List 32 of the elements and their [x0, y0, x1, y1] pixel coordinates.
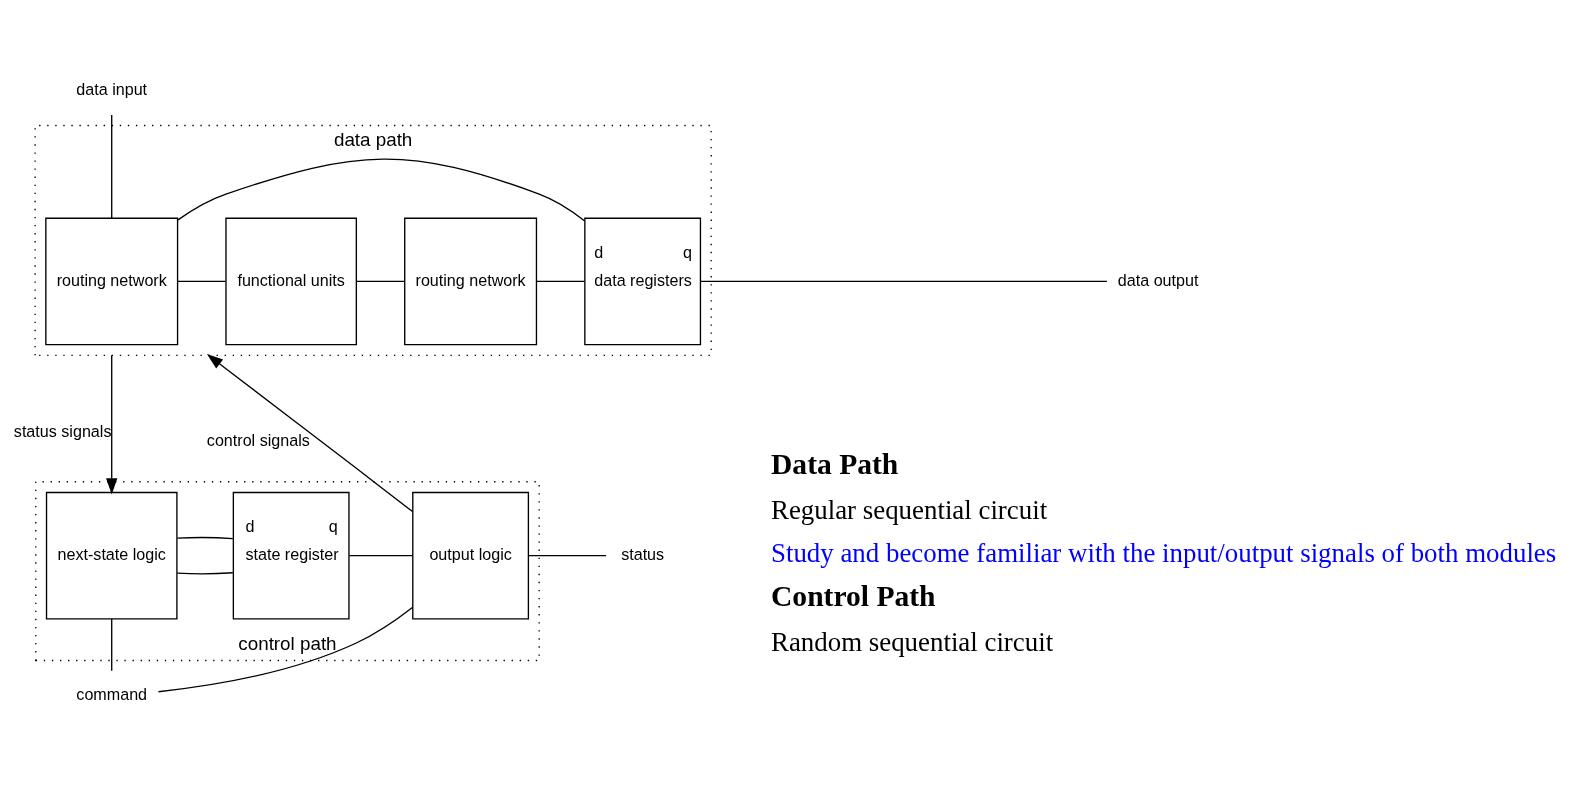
- edge-label: status signals: [13, 421, 112, 440]
- connector: [176, 572, 234, 575]
- node-text: data input: [76, 79, 148, 98]
- connector: [528, 554, 607, 557]
- node-box: routing network: [404, 217, 538, 346]
- arrow: [106, 354, 118, 495]
- label: Regular sequential circuit: [771, 495, 1048, 526]
- connector: [356, 280, 406, 283]
- label: Control Path: [771, 580, 936, 613]
- connector: [348, 554, 414, 557]
- node-box: functional units: [225, 217, 358, 346]
- connector: [111, 618, 113, 672]
- connector: [157, 606, 414, 693]
- connector: [176, 536, 234, 540]
- node-text: data output: [1117, 270, 1199, 289]
- connector: [177, 158, 586, 222]
- node-text: status: [621, 544, 665, 563]
- node-box: d q data registers: [584, 217, 702, 346]
- node-box: next-state logic: [45, 491, 178, 620]
- connector: [177, 280, 227, 283]
- label: Data Path: [771, 448, 899, 481]
- arrow: [206, 354, 414, 513]
- label: Study and become familiar with the input/output signals of both modules: [771, 538, 1557, 569]
- node-box: d q state register: [232, 491, 350, 620]
- node-box: routing network: [45, 217, 179, 346]
- connector: [536, 280, 586, 283]
- node-box: output logic: [412, 491, 530, 620]
- edge-label: control signals: [206, 431, 310, 450]
- connector: [111, 114, 113, 219]
- node-text: command: [76, 684, 148, 703]
- label: Random sequential circuit: [771, 627, 1054, 658]
- connector: [700, 280, 1108, 283]
